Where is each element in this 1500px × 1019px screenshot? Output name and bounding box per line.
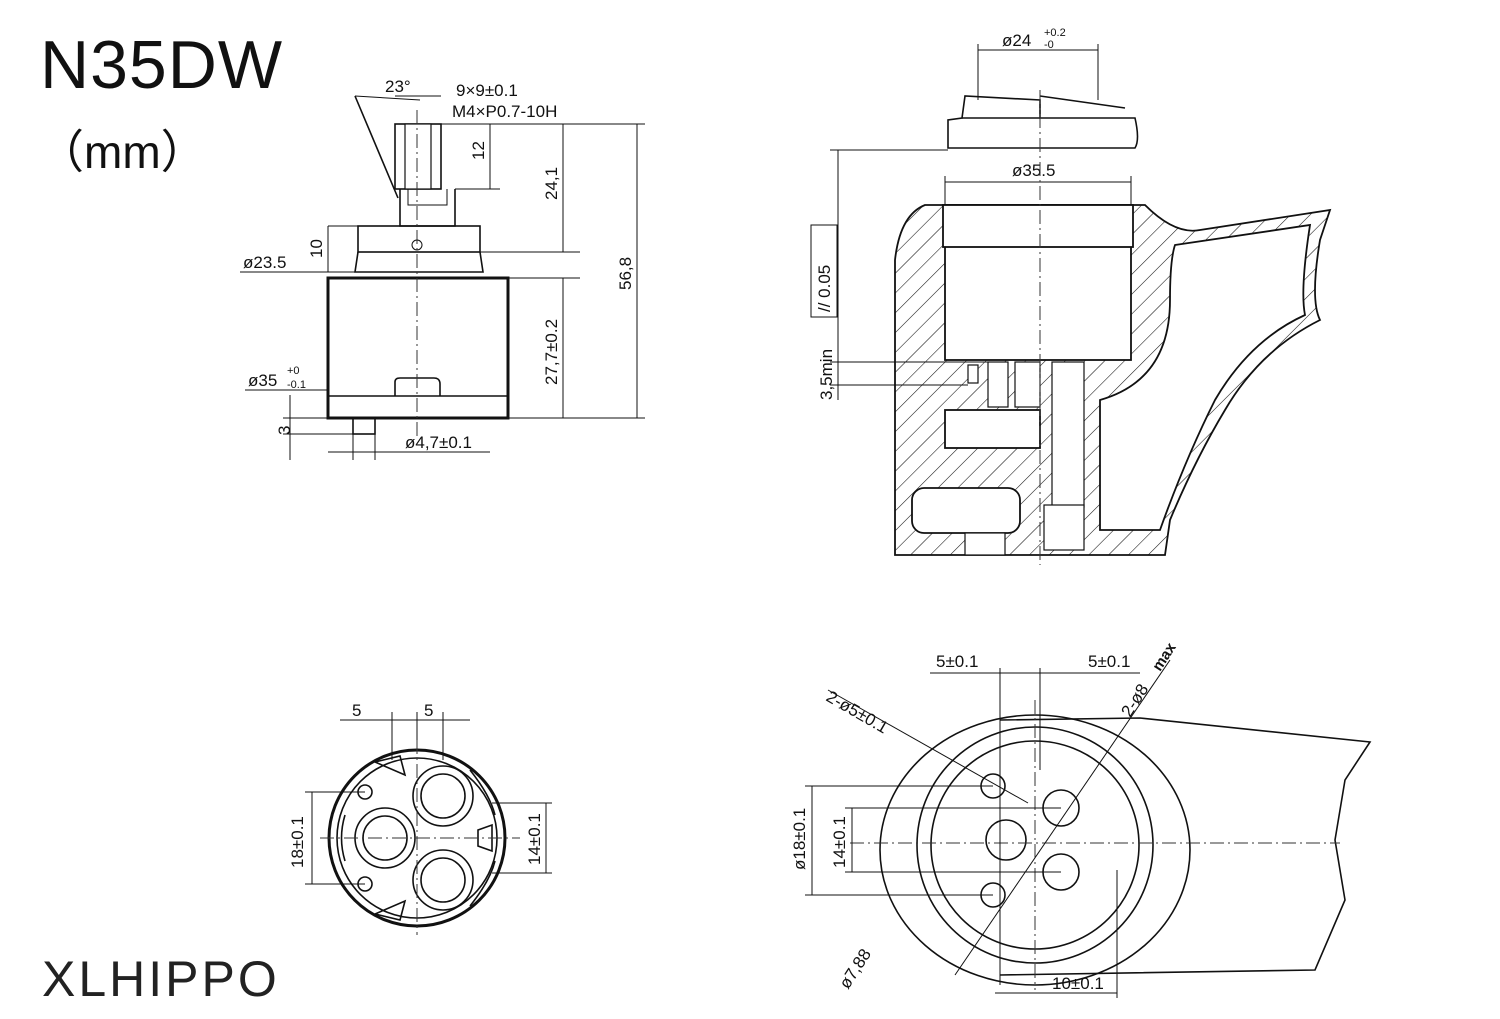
dim-base-5-left: 5±0.1: [936, 652, 978, 671]
dim-base-18: ø18±0.1: [790, 808, 809, 870]
cartridge-body: [326, 276, 510, 420]
dim-holes-5: 2-ø5±0.1: [823, 687, 891, 737]
dim-3: 3: [275, 426, 294, 435]
base-hole-center: [985, 819, 1027, 861]
dim-holes-8-max: max: [1149, 639, 1180, 674]
dim-dia-24-tol-plus: +0.2: [1044, 27, 1066, 39]
base-view: 5±0.1 5±0.1 2-ø5±0.1 2-ø8 max ø18±0.1 14…: [790, 639, 1372, 998]
model-title: N35DW: [40, 27, 284, 103]
section-view: ø24 +0.2 -0 ø35.5 // 0.05 3,5min: [810, 27, 1332, 565]
dim-spline: 9×9±0.1: [456, 81, 518, 100]
unit-label: （mm）: [38, 126, 207, 178]
dim-dia-24: ø24: [1002, 31, 1031, 50]
brand-logo: XLHIPPO: [42, 951, 280, 1007]
dim-dia-4-7: ø4,7±0.1: [405, 433, 472, 452]
dim-5-right: 5: [424, 701, 433, 720]
dim-5-left: 5: [352, 701, 361, 720]
housing-outline: [999, 717, 1372, 976]
dim-27-7: 27,7±0.2: [542, 319, 561, 385]
bottom-view: 5 5 18±0.1 14±0.1: [288, 701, 552, 935]
dim-3-5-min: 3,5min: [817, 349, 836, 400]
dim-12: 12: [469, 141, 488, 160]
port-bottom: [412, 849, 474, 911]
dim-thread: M4×P0.7-10H: [452, 102, 557, 121]
knurled-ring: [357, 225, 481, 253]
dim-parallel: // 0.05: [815, 265, 834, 312]
dim-base-5-right: 5±0.1: [1088, 652, 1130, 671]
dim-dia-23-5: ø23.5: [243, 253, 286, 272]
bonnet-nut: [947, 95, 1139, 149]
dim-dia-35: ø35: [248, 371, 277, 390]
dim-dia-35-tol-minus: -0.1: [287, 379, 306, 391]
dim-angle: 23°: [385, 77, 411, 96]
dim-dia-24-tol-minus: -0: [1044, 39, 1054, 51]
dim-base-10: 10±0.1: [1052, 974, 1104, 993]
dim-56-8: 56,8: [616, 257, 635, 290]
dim-14: 14±0.1: [525, 813, 544, 865]
dim-dia-35-5: ø35.5: [1012, 161, 1055, 180]
dim-dia-7-88: ø7,88: [835, 945, 875, 992]
dim-holes-8: 2-ø8: [1117, 681, 1152, 721]
dim-18: 18±0.1: [288, 816, 307, 868]
dim-base-14: 14±0.1: [830, 816, 849, 868]
side-view: 23° 9×9±0.1 M4×P0.7-10H 12 24,1 56,8 27,…: [240, 77, 645, 460]
dim-10: 10: [307, 239, 326, 258]
port-top: [412, 765, 474, 827]
dim-24-1: 24,1: [542, 167, 561, 200]
dim-dia-35-tol-plus: +0: [287, 365, 300, 377]
